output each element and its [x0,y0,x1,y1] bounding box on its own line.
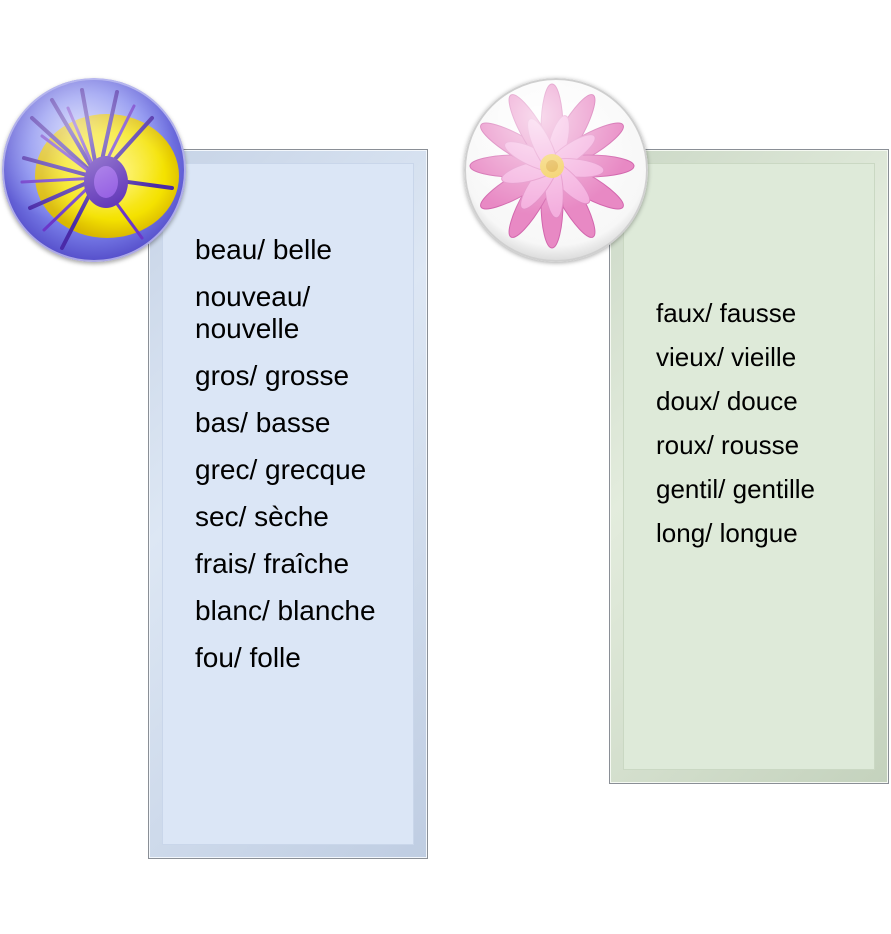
list-item: beau/ belle [195,234,333,265]
list-item: frais/ fraîche [195,548,350,579]
list-item: fou/ folle [195,642,301,673]
list-item: doux/ douce [656,386,798,416]
pink-chrysanthemum-icon [464,78,648,262]
list-item: bas/ basse [195,407,331,438]
list-item: grec/ grecque [195,454,367,485]
left-word-panel: beau/ belle nouveau/ nouvelle gros/ gros… [148,149,428,859]
list-item: roux/ rousse [656,430,800,460]
list-item: sec/ sèche [195,501,329,532]
list-item: faux/ fausse [656,298,797,328]
list-item: gros/ grosse [195,360,350,391]
purple-yellow-flower-icon [2,78,186,262]
list-item: nouveau/ nouvelle [195,281,311,344]
right-word-list: faux/ fausse vieux/ vieille doux/ douce … [656,298,876,562]
right-word-panel-inner [624,164,874,769]
list-item: long/ longue [656,518,798,548]
list-item: blanc/ blanche [195,595,376,626]
list-item: gentil/ gentille [656,474,815,504]
left-word-panel-inner [163,164,413,844]
left-word-list: beau/ belle nouveau/ nouvelle gros/ gros… [195,234,415,689]
list-item: vieux/ vieille [656,342,797,372]
right-word-panel: faux/ fausse vieux/ vieille doux/ douce … [609,149,889,784]
